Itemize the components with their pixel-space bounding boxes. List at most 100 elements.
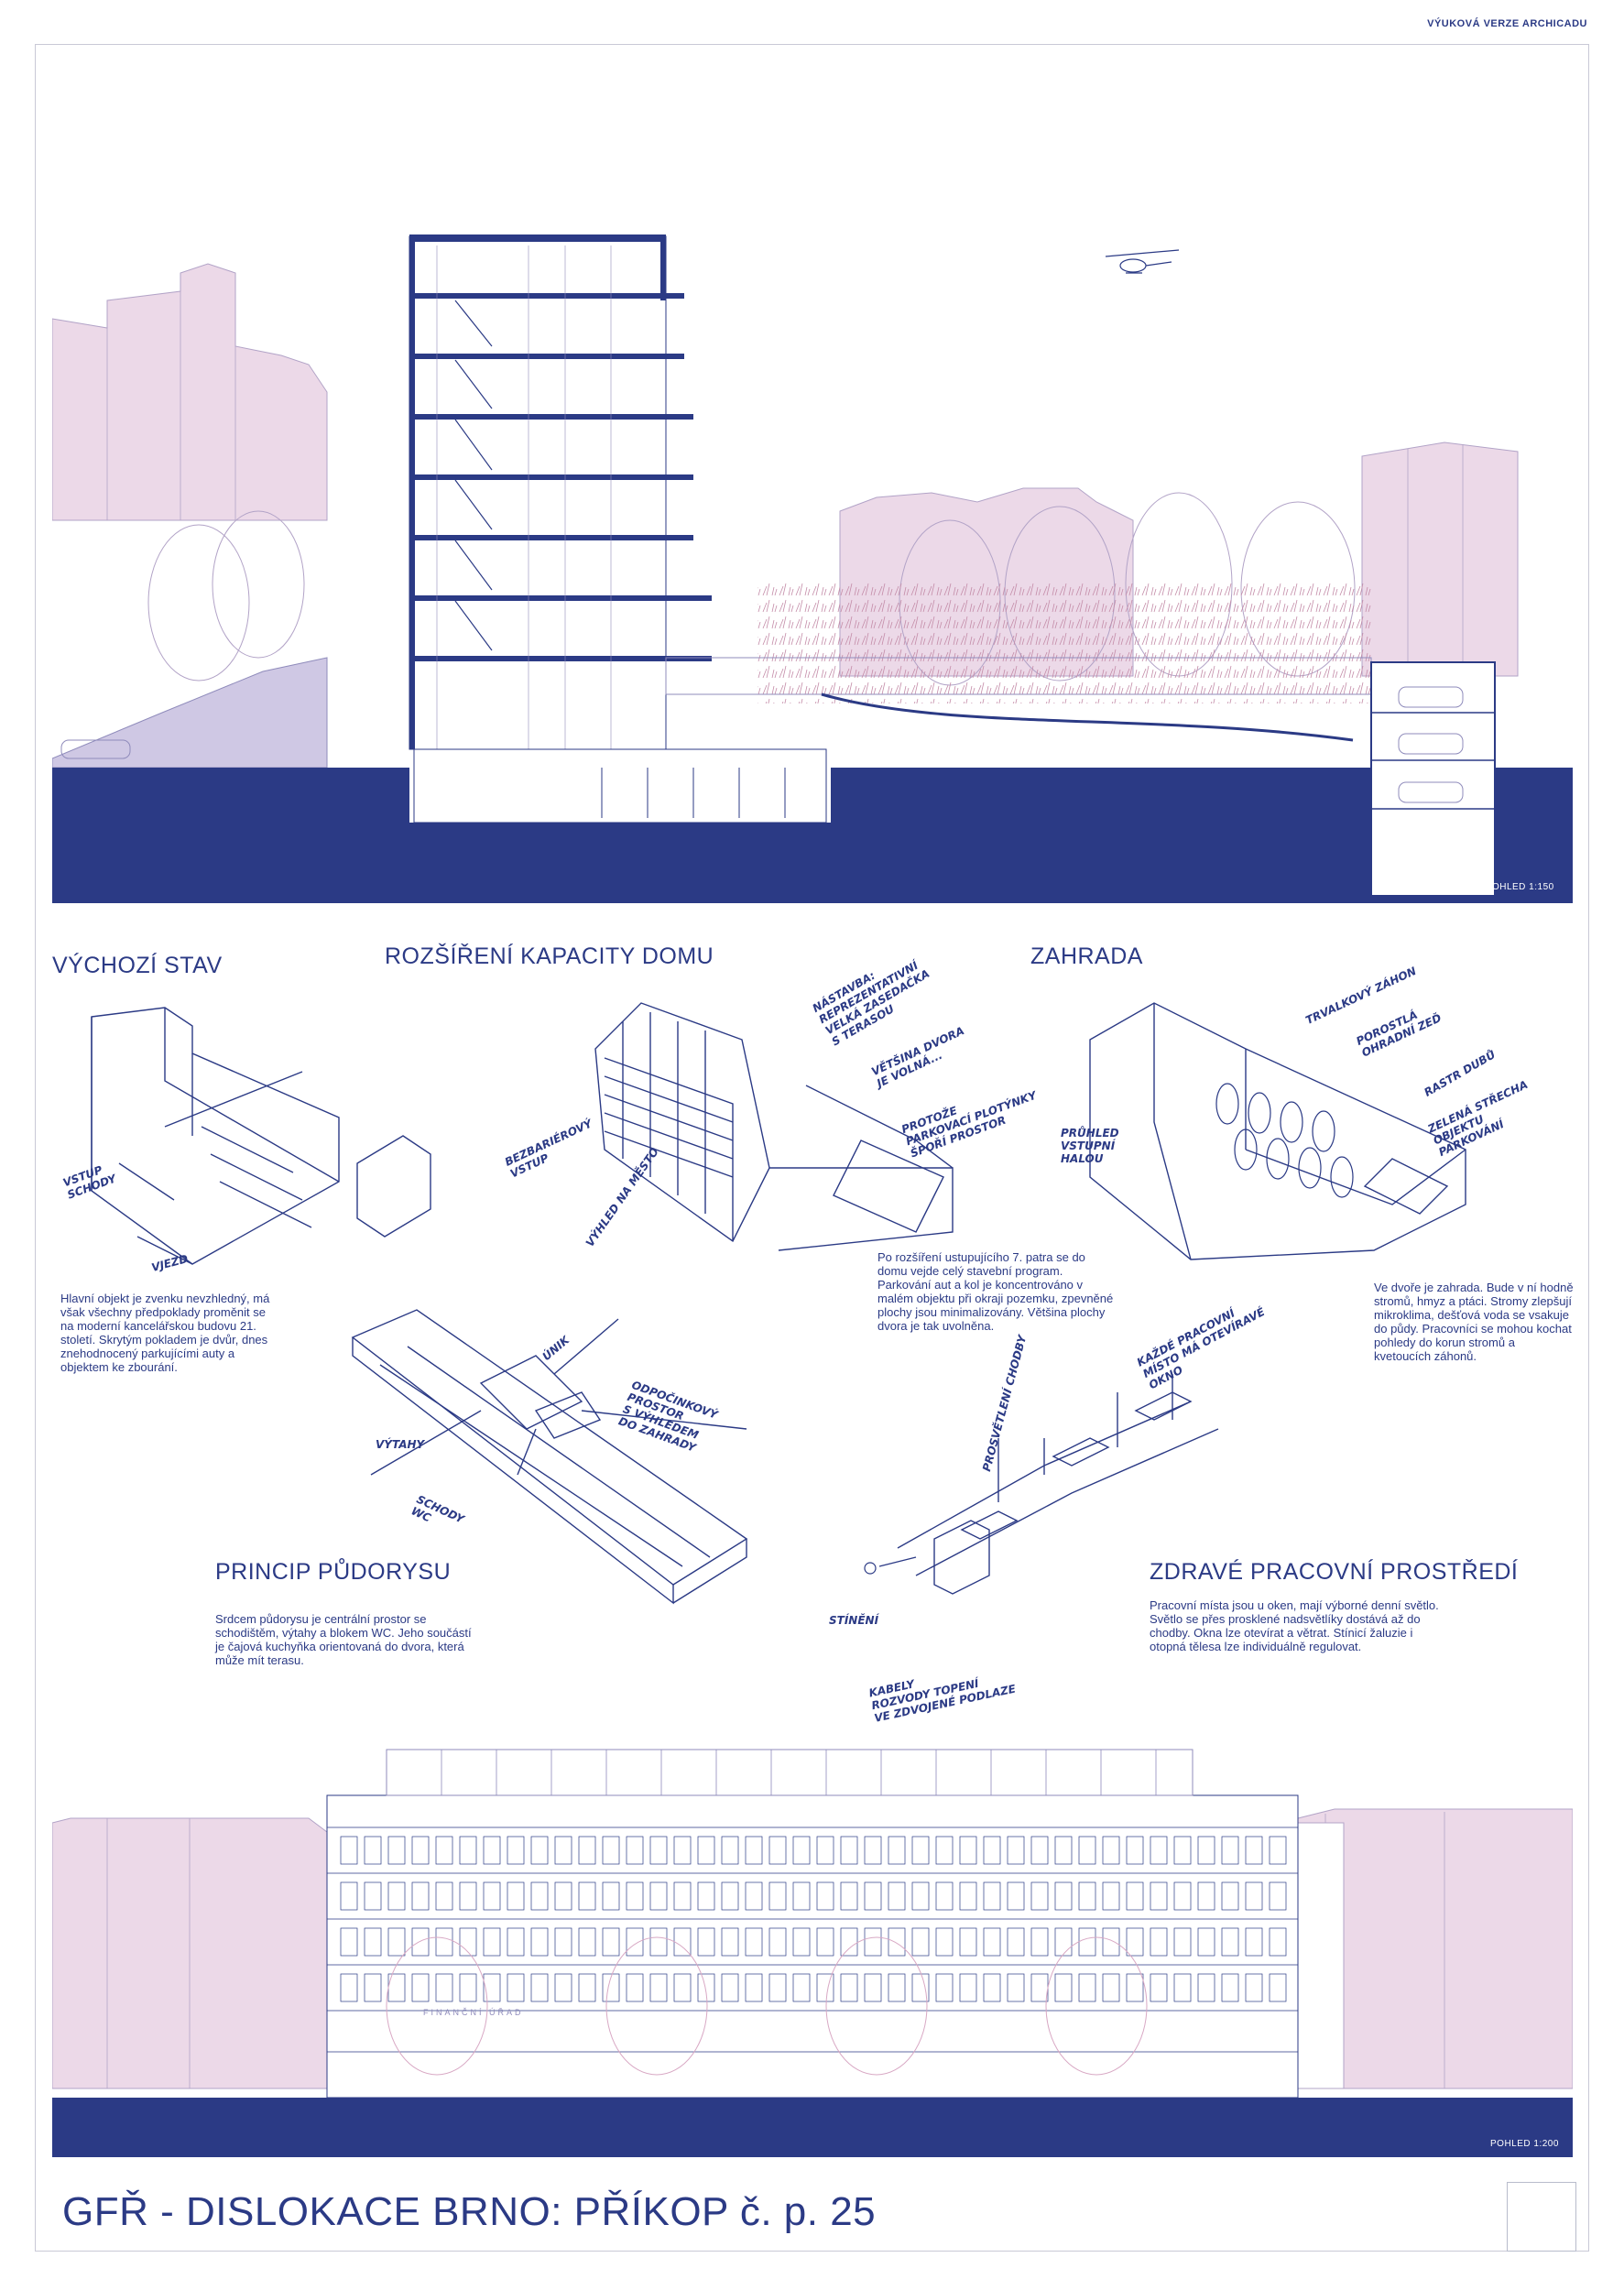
facade-window [1173, 1881, 1192, 1911]
background-buildings-left [51, 263, 328, 521]
facade-window [1102, 1973, 1120, 2002]
facade-window [983, 1927, 1001, 1957]
facade-window [935, 1973, 954, 2002]
facade-window [435, 1881, 453, 1911]
facade-window [554, 1881, 572, 1911]
facade-window [1030, 1881, 1049, 1911]
facade-window [1126, 1927, 1144, 1957]
facade-window [1007, 1973, 1025, 2002]
facade-window [745, 1881, 763, 1911]
section-scale-label: ŘEZOPOHLED 1:150 [1458, 882, 1554, 892]
facade-window [959, 1927, 977, 1957]
window-grid [340, 1836, 1287, 2002]
facade-window [816, 1927, 834, 1957]
facade-window [1054, 1881, 1073, 1911]
facade-window [1245, 1927, 1263, 1957]
facade-window [1126, 1836, 1144, 1865]
facade-window [649, 1836, 668, 1865]
facade-window [1126, 1881, 1144, 1911]
facade-window [554, 1973, 572, 2002]
ground-section [52, 768, 1573, 903]
facade-window [697, 1927, 715, 1957]
facade-window [626, 1881, 644, 1911]
facade-window [507, 1973, 525, 2002]
facade-window [673, 1927, 692, 1957]
facade-window [935, 1881, 954, 1911]
facade-window [530, 1881, 549, 1911]
facade-window [1007, 1881, 1025, 1911]
facade-window [435, 1973, 453, 2002]
facade-window [340, 1927, 358, 1957]
facade-window [911, 1881, 930, 1911]
facade-window [649, 1927, 668, 1957]
sketch-capacity-expansion [594, 1002, 954, 1251]
annotation-hall-view: PRŮHLED VSTUPNÍ HALOU [1061, 1127, 1119, 1165]
facade-window [864, 1973, 882, 2002]
main-facade [326, 1749, 1299, 2099]
facade-window [340, 1973, 358, 2002]
facade-window [626, 1927, 644, 1957]
facade-window [721, 1927, 739, 1957]
facade-window [888, 1973, 906, 2002]
facade-window [959, 1836, 977, 1865]
facade-window [768, 1927, 787, 1957]
facade-window [411, 1836, 430, 1865]
facade-window [864, 1881, 882, 1911]
facade-window [1078, 1836, 1096, 1865]
facade-window [816, 1973, 834, 2002]
facade-window [1078, 1881, 1096, 1911]
facade-window [1007, 1836, 1025, 1865]
tree-outline [147, 524, 250, 682]
facade-window [578, 1927, 596, 1957]
garden-wall [821, 692, 1354, 742]
facade-window [816, 1881, 834, 1911]
facade-window [911, 1973, 930, 2002]
heading-floor-plan-principle: PRINCIP PŮDORYSU [215, 1559, 452, 1585]
facade-window [959, 1973, 977, 2002]
facade-window [1197, 1881, 1215, 1911]
facade-window [959, 1881, 977, 1911]
facade-window [1078, 1973, 1096, 2002]
facade-window [649, 1881, 668, 1911]
facade-window [602, 1881, 620, 1911]
garden-planting [758, 580, 1371, 703]
section-drawing [51, 234, 1573, 903]
facade-window [1126, 1973, 1144, 2002]
facade-window [1150, 1973, 1168, 2002]
facade-window [530, 1973, 549, 2002]
facade-window [792, 1881, 811, 1911]
facade-window [935, 1927, 954, 1957]
heading-existing-state: VÝCHOZÍ STAV [52, 953, 223, 978]
annotation-shading: STÍNĚNÍ [829, 1614, 879, 1627]
facade-window [792, 1836, 811, 1865]
facade-window [1221, 1973, 1239, 2002]
facade-window [983, 1836, 1001, 1865]
facade-window [1197, 1836, 1215, 1865]
facade-window [768, 1973, 787, 2002]
title-block-box [1507, 2182, 1576, 2252]
facade-window [530, 1927, 549, 1957]
facade-window [578, 1836, 596, 1865]
facade-window [1102, 1927, 1120, 1957]
facade-window [340, 1881, 358, 1911]
facade-window [840, 1973, 858, 2002]
note-healthy-workplace: Pracovní místa jsou u oken, mají výborné… [1150, 1598, 1439, 1653]
facade-window [364, 1973, 382, 2002]
facade-window [1007, 1927, 1025, 1957]
facade-window [935, 1836, 954, 1865]
facade-window [888, 1881, 906, 1911]
note-capacity-expansion: Po rozšíření ustupujícího 7. patra se do… [877, 1250, 1114, 1333]
facade-window [554, 1927, 572, 1957]
facade-window [840, 1836, 858, 1865]
facade-window [745, 1973, 763, 2002]
note-existing-state: Hlavní objekt je zvenku nevzhledný, má v… [60, 1292, 270, 1374]
tree-outline [1045, 1936, 1148, 2076]
facade-window [435, 1927, 453, 1957]
facade-window [768, 1881, 787, 1911]
facade-window [1245, 1881, 1263, 1911]
elevation-scale-label: POHLED 1:200 [1490, 2139, 1559, 2149]
tree-outline [212, 510, 305, 659]
facade-sign: FINANČNÍ ÚŘAD [423, 2008, 524, 2017]
facade-window [1269, 1881, 1287, 1911]
facade-window [721, 1881, 739, 1911]
